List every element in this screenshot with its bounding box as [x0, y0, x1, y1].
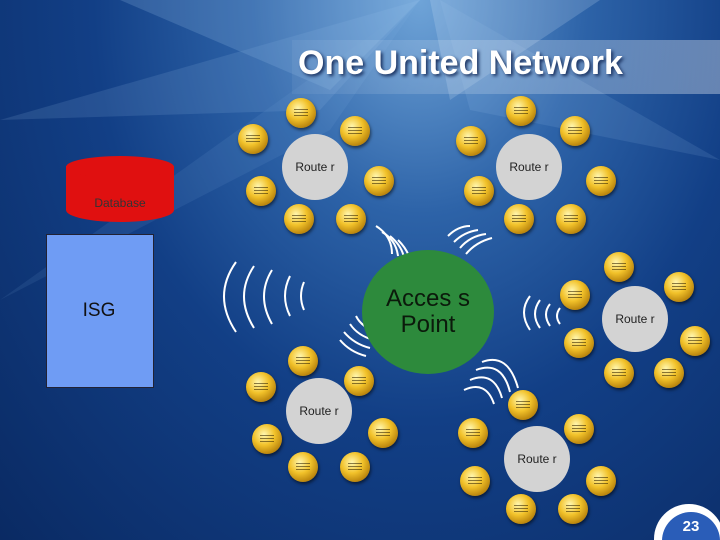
- node-coin: [508, 390, 538, 420]
- node-coin: [604, 358, 634, 388]
- router-node: Route r: [496, 134, 562, 200]
- node-coin: [460, 466, 490, 496]
- node-coin: [284, 204, 314, 234]
- database-cylinder-top: [66, 156, 174, 178]
- signal-wave-upper-right-icon: [447, 225, 493, 255]
- isg-label: ISG: [82, 300, 116, 321]
- slide-number: 23: [682, 518, 700, 535]
- node-coin: [564, 328, 594, 358]
- node-coin: [604, 252, 634, 282]
- router-node: Route r: [282, 134, 348, 200]
- node-coin: [564, 414, 594, 444]
- node-coin: [586, 466, 616, 496]
- isg-box: [46, 234, 154, 388]
- node-coin: [456, 126, 486, 156]
- node-coin: [368, 418, 398, 448]
- node-coin: [504, 204, 534, 234]
- node-coin: [506, 96, 536, 126]
- node-coin: [556, 204, 586, 234]
- node-coin: [340, 452, 370, 482]
- router-node: Route r: [286, 378, 352, 444]
- node-coin: [458, 418, 488, 448]
- node-coin: [336, 204, 366, 234]
- node-coin: [252, 424, 282, 454]
- node-coin: [286, 98, 316, 128]
- node-coin: [288, 346, 318, 376]
- router-label: Route r: [295, 160, 335, 174]
- router-node: Route r: [602, 286, 668, 352]
- node-coin: [246, 372, 276, 402]
- node-coin: [506, 494, 536, 524]
- node-coin: [560, 116, 590, 146]
- node-coin: [586, 166, 616, 196]
- router-node: Route r: [504, 426, 570, 492]
- node-coin: [664, 272, 694, 302]
- signal-wave-left-large-icon: [223, 261, 305, 333]
- signal-wave-lower-icon: [463, 358, 519, 405]
- access-point-label: Acces s Point: [385, 285, 471, 338]
- title-bar: [292, 40, 720, 94]
- access-point-node: Acces s Point: [362, 250, 494, 374]
- slide-title: One United Network: [298, 44, 623, 82]
- node-coin: [288, 452, 318, 482]
- router-label: Route r: [509, 160, 549, 174]
- signal-wave-right-icon: [523, 295, 561, 331]
- router-label: Route r: [299, 404, 339, 418]
- node-coin: [558, 494, 588, 524]
- node-coin: [238, 124, 268, 154]
- node-coin: [680, 326, 710, 356]
- database-label: Database: [94, 196, 146, 210]
- node-coin: [560, 280, 590, 310]
- router-label: Route r: [517, 452, 557, 466]
- node-coin: [654, 358, 684, 388]
- node-coin: [246, 176, 276, 206]
- node-coin: [344, 366, 374, 396]
- node-coin: [340, 116, 370, 146]
- node-coin: [364, 166, 394, 196]
- node-coin: [464, 176, 494, 206]
- router-label: Route r: [615, 312, 655, 326]
